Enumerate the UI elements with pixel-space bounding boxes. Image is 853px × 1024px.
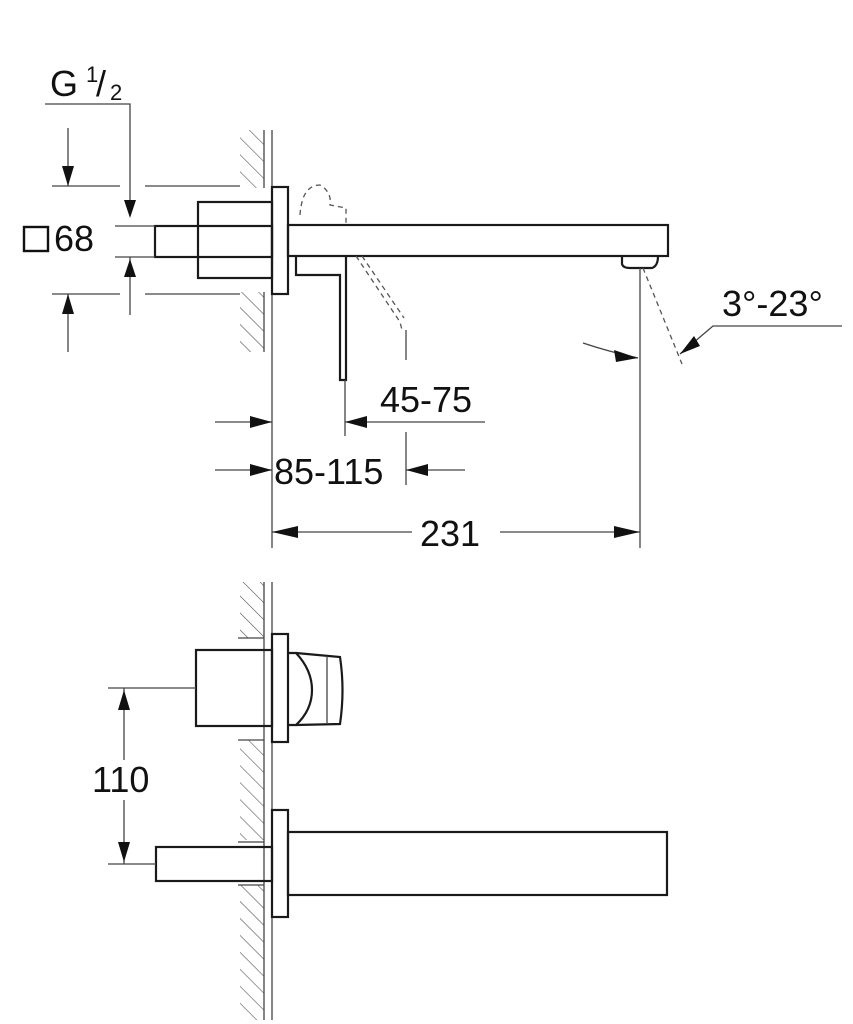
- thread-label: G 1 / 2: [45, 62, 136, 218]
- mixer-body: [194, 648, 274, 728]
- svg-text:1: 1: [86, 62, 98, 87]
- spray-angle-dimension: 3°-23°: [582, 267, 842, 365]
- wall-section-bottom: [238, 582, 273, 1020]
- wall-section-top: [240, 130, 273, 548]
- center-distance-dimension: 110: [92, 687, 196, 865]
- depth-dimension-45-75: 45-75: [215, 379, 485, 436]
- square-size-dimension: 68: [22, 128, 240, 352]
- lever-handle: [294, 256, 348, 382]
- spout-plate: [270, 808, 290, 919]
- aerator: [620, 255, 660, 270]
- depth-dimension-85-115: 85-115: [215, 432, 465, 492]
- svg-text:2: 2: [110, 80, 122, 105]
- projection-dimension-231: 231: [272, 268, 641, 554]
- svg-text:85-115: 85-115: [274, 451, 383, 492]
- spout: [286, 223, 670, 258]
- svg-text:68: 68: [54, 218, 94, 259]
- svg-text:45-75: 45-75: [380, 379, 472, 420]
- front-view: 110: [92, 582, 669, 1020]
- escutcheon-plate: [270, 185, 290, 296]
- svg-text:110: 110: [92, 759, 149, 800]
- spout-pipe-in-wall: [154, 845, 274, 883]
- spout-front: [286, 830, 669, 897]
- mixer-plate: [270, 632, 290, 744]
- side-view: G 1 / 2 68: [22, 62, 842, 554]
- inlet-pipe: [153, 224, 274, 259]
- svg-text:231: 231: [420, 513, 480, 554]
- svg-text:G: G: [50, 63, 78, 104]
- handle-base: [288, 651, 314, 727]
- handle-cap: [295, 651, 344, 727]
- svg-text:3°-23°: 3°-23°: [722, 283, 823, 324]
- svg-text:/: /: [96, 63, 106, 104]
- valve-body: [196, 200, 274, 280]
